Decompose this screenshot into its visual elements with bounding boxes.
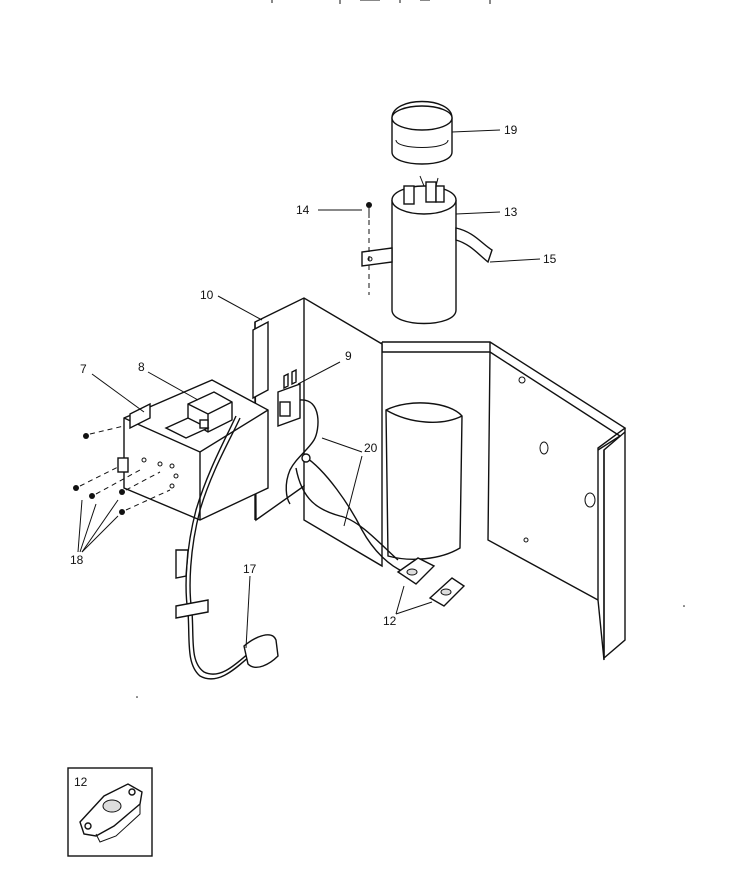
inset-label: 12 [74, 775, 88, 789]
leader-lines [77, 129, 541, 649]
wire-harness[interactable] [285, 399, 405, 573]
thermostat-detail [79, 783, 143, 843]
capacitor-strap[interactable] [361, 227, 493, 267]
label-part-10: 10 [200, 288, 214, 302]
screw[interactable] [366, 202, 372, 295]
screws[interactable] [73, 425, 171, 515]
label-part-7: 7 [80, 362, 87, 376]
label-part-14: 14 [296, 203, 310, 217]
inset-detail-box: 12 [67, 767, 153, 857]
label-part-17: 17 [243, 562, 257, 576]
relay[interactable] [164, 391, 233, 439]
label-part-18: 18 [70, 553, 84, 567]
thermostats[interactable] [396, 557, 466, 607]
label-part-15: 15 [543, 252, 557, 266]
switch[interactable] [277, 368, 301, 427]
label-part-8: 8 [138, 360, 145, 374]
cropped-header-marks [271, 0, 491, 4]
power-cord[interactable] [175, 415, 279, 680]
capacitor-cover[interactable] [391, 100, 453, 165]
label-part-12: 12 [383, 614, 397, 628]
air-duct[interactable] [385, 402, 463, 560]
scan-specks [136, 605, 685, 698]
label-part-9: 9 [345, 349, 352, 363]
label-part-20: 20 [364, 441, 378, 455]
label-part-19: 19 [504, 123, 518, 137]
label-part-13: 13 [504, 205, 518, 219]
capacitor[interactable] [391, 175, 457, 325]
